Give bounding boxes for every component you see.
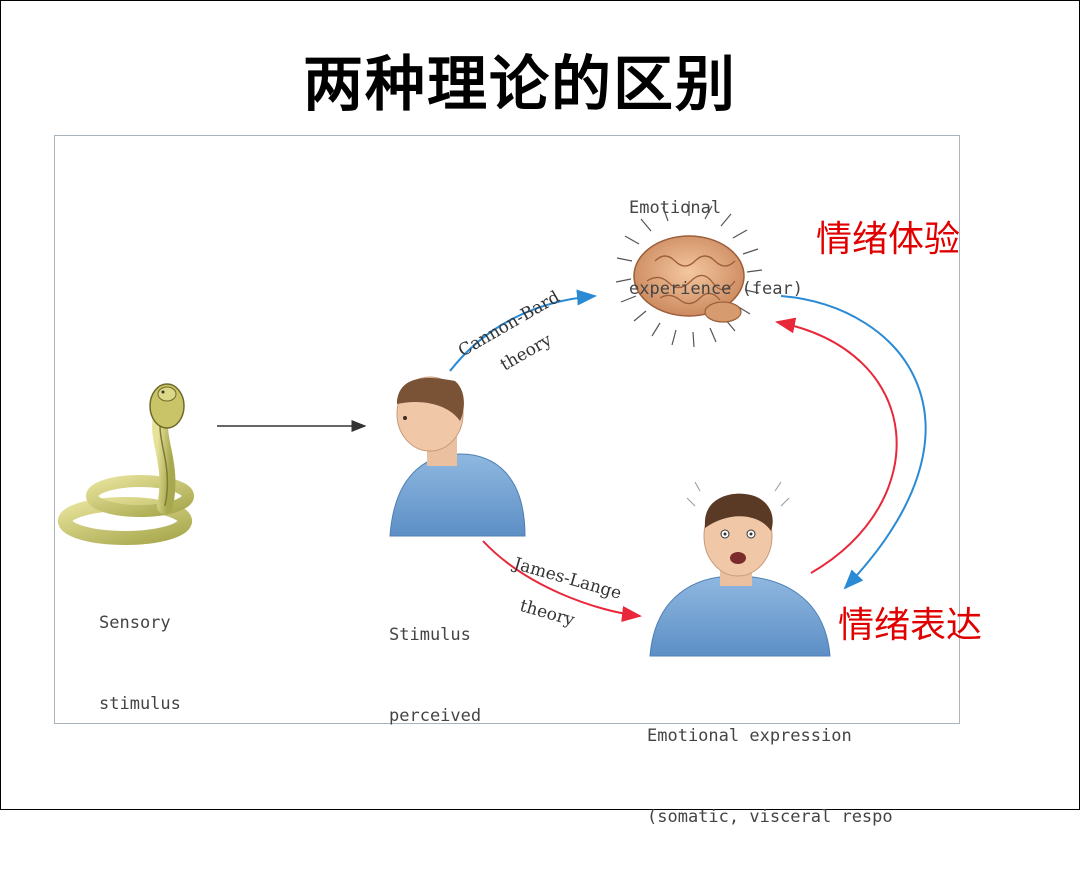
james-lange-arrow (482, 540, 642, 622)
experience-to-expression-arrow (780, 295, 927, 590)
snake-illustration (58, 383, 194, 545)
emotional-experience-cn-annotation: 情绪体验 (816, 219, 961, 260)
cannon-bard-arrow (449, 289, 597, 372)
emotion-theory-figure: Emotional experience (fear) Sensory stim… (54, 135, 960, 827)
emotional-expression-line1: Emotional expression (647, 726, 852, 746)
emotional-experience-line2: experience (fear) (629, 279, 803, 299)
figure-drawing (58, 201, 927, 657)
emotional-experience-label: Emotional experience (fear) (629, 141, 803, 357)
stimulus-perceived-line1: Stimulus (389, 625, 471, 645)
emotional-expression-label: Emotional expression (somatic, visceral … (647, 669, 893, 885)
frightened-person-illustration (649, 481, 831, 657)
brain-illustration (615, 201, 763, 348)
emotional-expression-cn-annotation: 情绪表达 (838, 605, 983, 646)
emotional-experience-line1: Emotional (629, 198, 722, 218)
emotional-expression-line2: (somatic, visceral respo (647, 807, 893, 827)
slide-title: 两种理论的区别 (303, 50, 737, 120)
stimulus-perceived-label: Stimulus perceived (389, 568, 481, 784)
sensory-stimulus-line2: stimulus (99, 694, 181, 714)
sensory-stimulus-line1: Sensory (99, 613, 171, 633)
stimulus-perceived-line2: perceived (389, 706, 482, 726)
perceiving-person-illustration (389, 376, 526, 537)
sensory-stimulus-label: Sensory stimulus (99, 556, 181, 772)
expression-to-experience-arrow (775, 317, 898, 574)
